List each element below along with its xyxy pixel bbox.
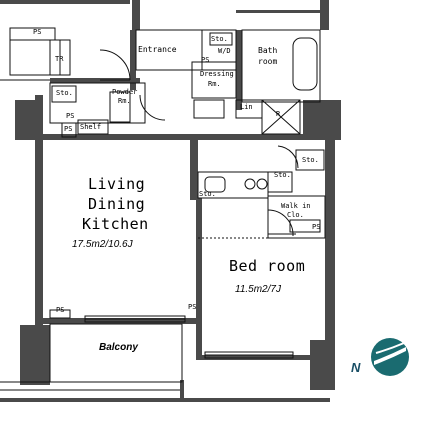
bedroom-label: Bed room bbox=[229, 257, 306, 275]
dressing-label-1: Dressing bbox=[200, 70, 234, 78]
sto-small-label: Sto. bbox=[274, 171, 291, 179]
balcony-label: Balcony bbox=[99, 342, 138, 353]
sto-right-label: Sto. bbox=[302, 156, 319, 164]
ps-shelf-label: PS bbox=[64, 125, 73, 133]
powder-label-2: Rm. bbox=[118, 97, 131, 105]
walkin-label-1: Walk in bbox=[281, 202, 311, 210]
ps-balcony-label: PS bbox=[56, 306, 65, 314]
north-label: N bbox=[351, 360, 361, 375]
sto-powder-label: Sto. bbox=[56, 89, 73, 97]
ps-left-label: PS bbox=[66, 112, 75, 120]
ps-dressing-label: PS bbox=[201, 56, 210, 64]
powder-label-1: Powder bbox=[112, 88, 138, 96]
shelf-label: Shelf bbox=[80, 123, 102, 131]
dressing-label-2: Rm. bbox=[208, 80, 221, 88]
entrance-label: Entrance bbox=[138, 45, 177, 54]
walls bbox=[0, 0, 341, 402]
wd-label: W/D bbox=[218, 47, 231, 55]
ldk-label-3: Kitchen bbox=[82, 215, 149, 233]
bath-label-1: Bath bbox=[258, 46, 278, 55]
walkin-label-2: Clo. bbox=[287, 211, 304, 219]
ps-label-top: PS bbox=[33, 28, 42, 36]
ps-balcony-right-label: PS bbox=[188, 303, 197, 311]
sto-entrance-label: Sto. bbox=[211, 35, 228, 43]
r-label: R bbox=[276, 110, 281, 118]
lin-label: Lin bbox=[240, 103, 253, 111]
ldk-area-label: 17.5m2/10.6J bbox=[72, 239, 133, 250]
bedroom-area-label: 11.5m2/7J bbox=[235, 284, 281, 295]
tr-label: TR bbox=[55, 55, 64, 63]
bath-label-2: room bbox=[258, 57, 278, 66]
sto-kitchen-label: Sto. bbox=[199, 190, 216, 198]
plan-lines bbox=[0, 27, 326, 391]
north-compass-icon bbox=[371, 338, 409, 376]
ps-right-label: PS bbox=[312, 223, 321, 231]
ldk-label-1: Living bbox=[88, 175, 146, 193]
ldk-label-2: Dining bbox=[88, 195, 146, 213]
